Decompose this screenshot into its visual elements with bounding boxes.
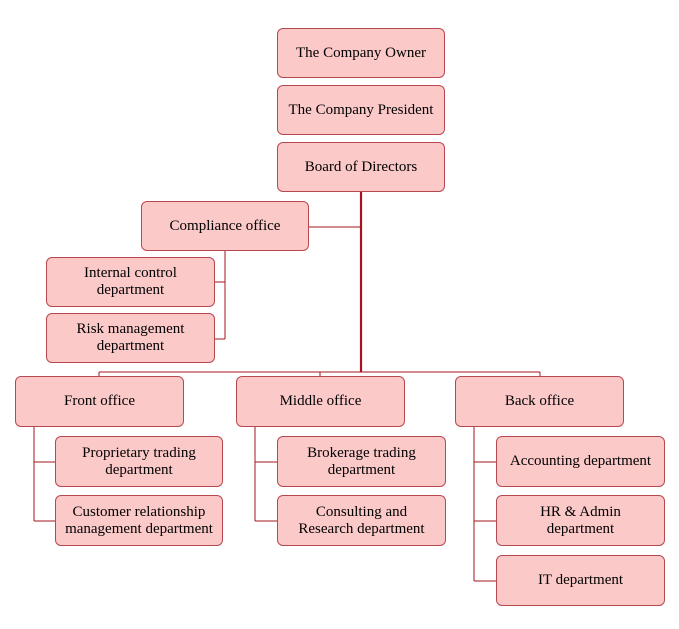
president-box: The Company President bbox=[277, 85, 445, 135]
it-box: IT department bbox=[496, 555, 665, 606]
proprietary-trading-box: Proprietary trading department bbox=[55, 436, 223, 487]
middle-office-label: Middle office bbox=[279, 393, 362, 409]
proprietary-trading-line1: Proprietary trading bbox=[82, 444, 196, 461]
internal-control-box: Internal control department bbox=[46, 257, 215, 307]
accounting-label: Accounting department bbox=[509, 453, 652, 469]
hr-admin-line2: department bbox=[546, 520, 615, 537]
proprietary-trading-line2: department bbox=[105, 461, 173, 478]
board-box: Board of Directors bbox=[277, 142, 445, 192]
internal-control-line2: department bbox=[96, 282, 165, 298]
customer-relationship-box: Customer relationship management departm… bbox=[55, 495, 223, 546]
brokerage-trading-line2: department bbox=[327, 461, 396, 478]
brokerage-trading-line1: Brokerage trading bbox=[307, 444, 416, 461]
consulting-research-line2: Research department bbox=[298, 520, 425, 537]
customer-relationship-line2: management department bbox=[65, 520, 213, 537]
back-office-box: Back office bbox=[455, 376, 624, 427]
risk-management-line2: department bbox=[96, 338, 165, 354]
it-label: IT department bbox=[537, 572, 624, 588]
consulting-research-line1: Consulting and bbox=[315, 503, 408, 520]
president-label: The Company President bbox=[288, 101, 434, 118]
owner-label: The Company Owner bbox=[296, 44, 426, 61]
internal-control-line1: Internal control bbox=[84, 265, 177, 281]
customer-relationship-line1: Customer relationship bbox=[72, 503, 206, 520]
brokerage-trading-box: Brokerage trading department bbox=[277, 436, 446, 487]
hr-admin-box: HR & Admin department bbox=[496, 495, 665, 546]
accounting-box: Accounting department bbox=[496, 436, 665, 487]
front-office-box: Front office bbox=[15, 376, 184, 427]
middle-office-box: Middle office bbox=[236, 376, 405, 427]
risk-management-box: Risk management department bbox=[46, 313, 215, 363]
compliance-box: Compliance office bbox=[141, 201, 309, 251]
front-office-label: Front office bbox=[64, 393, 135, 409]
board-label: Board of Directors bbox=[304, 158, 418, 175]
consulting-research-box: Consulting and Research department bbox=[277, 495, 446, 546]
back-office-label: Back office bbox=[504, 393, 575, 409]
hr-admin-line1: HR & Admin bbox=[540, 503, 621, 520]
risk-management-line1: Risk management bbox=[76, 321, 185, 337]
owner-box: The Company Owner bbox=[277, 28, 445, 78]
compliance-label: Compliance office bbox=[169, 217, 281, 234]
